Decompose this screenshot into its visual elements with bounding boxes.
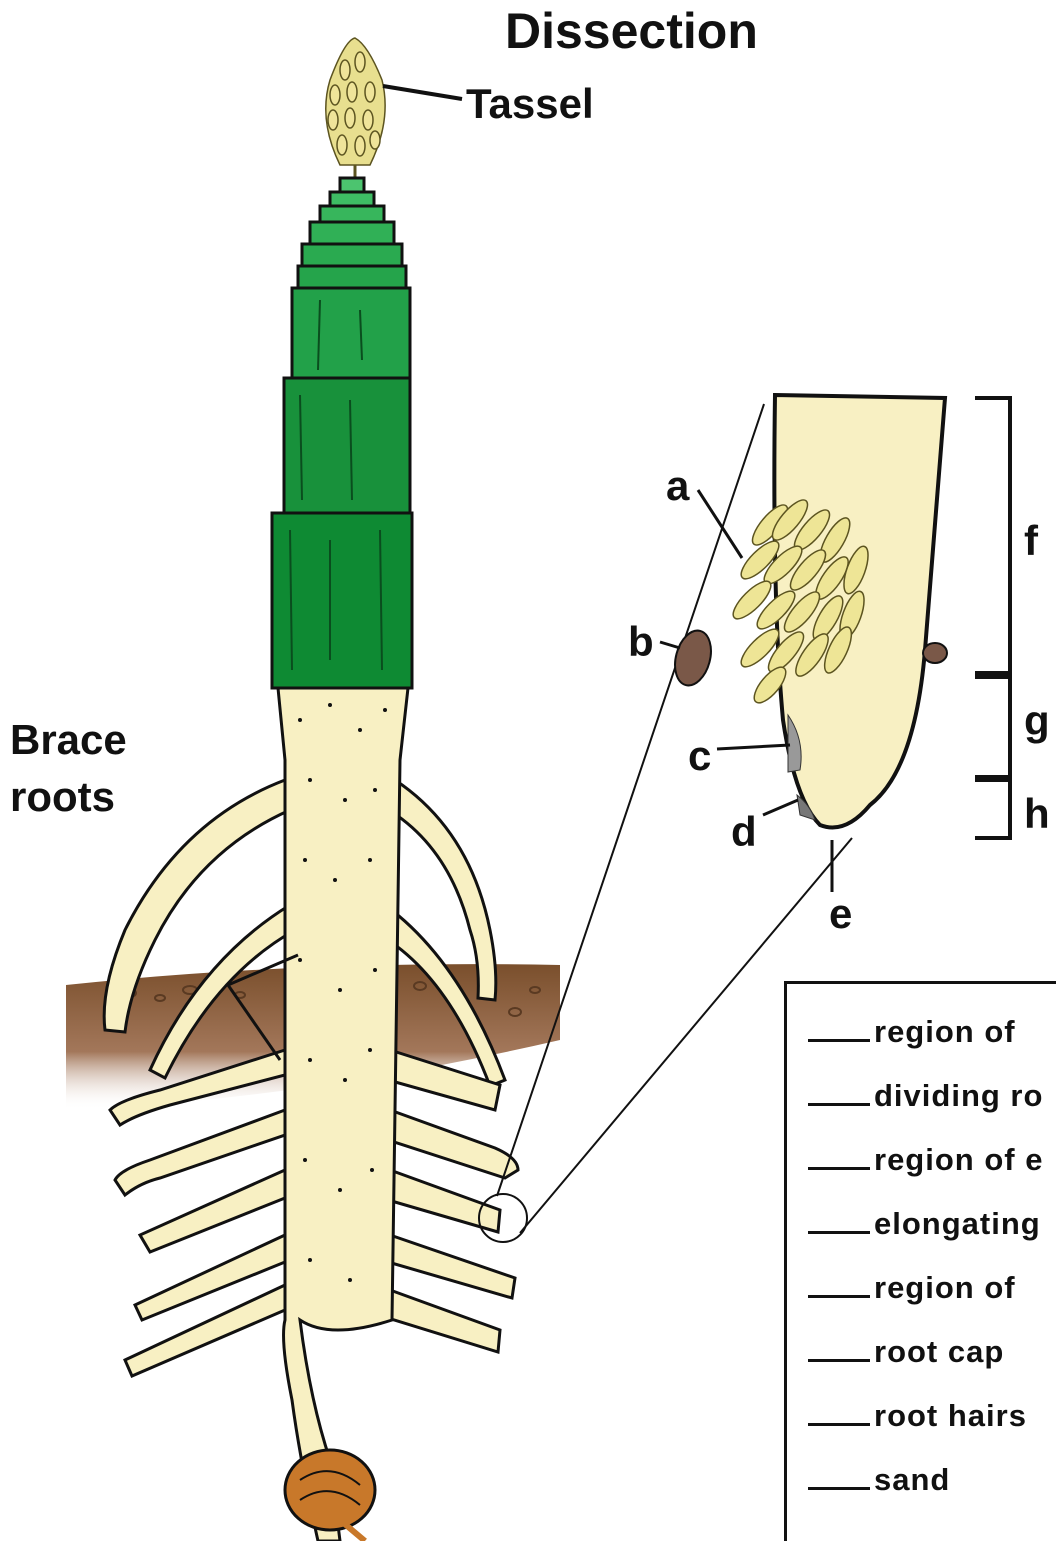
brace-roots-label-line2: roots [10,773,115,821]
key-item[interactable]: sand [808,1461,950,1498]
answer-blank[interactable] [808,1269,870,1298]
answer-blank[interactable] [808,1333,870,1362]
seed [285,1450,375,1541]
label-g: g [1024,697,1050,745]
stalk [272,178,412,688]
answer-key-box [784,981,1056,1541]
label-b: b [628,618,654,666]
tassel-label: Tassel [466,80,594,128]
root-tip-enlarged [728,395,945,828]
tassel-shape [326,38,385,178]
brace-roots-label-line1: Brace [10,716,127,764]
label-d: d [731,808,757,856]
sand-grain-b [669,627,716,690]
label-h: h [1024,790,1050,838]
zone-brackets [975,398,1010,838]
label-a: a [666,462,689,510]
label-c: c [688,732,711,780]
label-e: e [829,890,852,938]
key-item[interactable]: root cap [808,1333,1004,1370]
answer-blank[interactable] [808,1397,870,1426]
diagram-title: Dissection [505,2,758,60]
answer-blank[interactable] [808,1077,870,1106]
label-f: f [1024,517,1038,565]
key-item[interactable]: region of e [808,1141,1043,1178]
sand-grain [923,643,947,663]
key-item[interactable]: root hairs [808,1397,1027,1434]
root-system [104,688,518,1541]
tassel-leader-line [383,86,462,99]
answer-blank[interactable] [808,1461,870,1490]
answer-blank[interactable] [808,1205,870,1234]
key-item[interactable]: dividing ro [808,1077,1043,1114]
key-item[interactable]: region of [808,1013,1016,1050]
answer-blank[interactable] [808,1013,870,1042]
answer-blank[interactable] [808,1141,870,1170]
key-item[interactable]: elongating [808,1205,1041,1242]
key-item[interactable]: region of [808,1269,1016,1306]
